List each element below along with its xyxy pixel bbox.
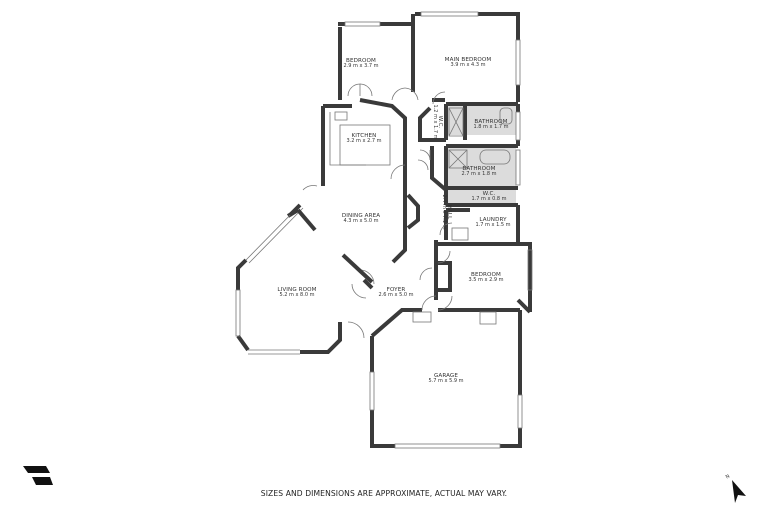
north-compass: N — [724, 473, 752, 504]
room-label-wc-1: W.C.1.2 m x 1.7 m — [431, 104, 444, 140]
room-label-wc-2: W.C.1.7 m x 0.8 m — [471, 190, 507, 203]
north-arrow-icon — [732, 480, 746, 503]
windows-doors — [235, 11, 533, 449]
disclaimer-text: SIZES AND DIMENSIONS ARE APPROXIMATE, AC… — [260, 489, 508, 498]
partition-walls — [288, 203, 374, 290]
walls — [236, 12, 532, 448]
brand-logo-icon — [23, 466, 53, 485]
wet-area-shading — [446, 105, 516, 204]
